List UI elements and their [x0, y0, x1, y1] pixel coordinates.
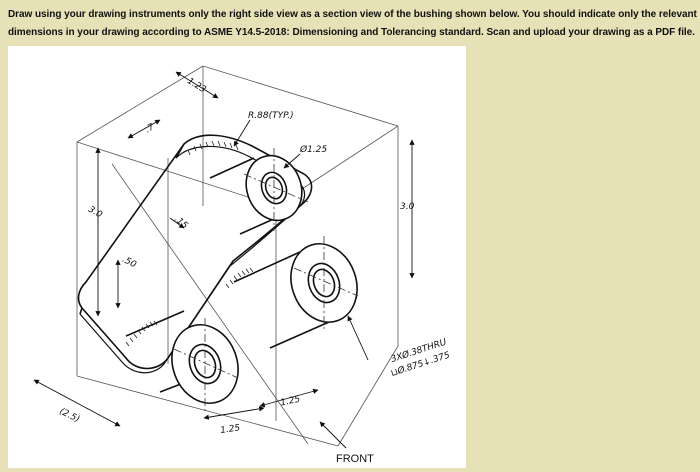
- dim-50: .50: [120, 255, 138, 271]
- question-line-1: Draw using your drawing instruments only…: [8, 9, 697, 20]
- upper-boss: [209, 154, 303, 235]
- middle-boss: [233, 243, 358, 349]
- drawing-panel: 1.23 R.88(TYP.) .7 Ø1.25 3.0 3.0 .15 .50…: [8, 46, 466, 468]
- dim-2-5: (2.5): [58, 407, 82, 425]
- dim-15: .15: [172, 214, 190, 231]
- dim-1-23: 1.23: [185, 76, 208, 95]
- dim-dia-1-25: Ø1.25: [299, 144, 327, 155]
- question-line-2: dimensions in your drawing according to …: [8, 27, 695, 38]
- dim-3-0-left: 3.0: [86, 205, 104, 221]
- center-lines: [173, 148, 359, 412]
- dim-1-25-a: 1.25: [220, 423, 242, 436]
- dimension-lines: [33, 71, 415, 449]
- front-label: FRONT: [336, 453, 374, 465]
- dim-7: .7: [144, 122, 157, 135]
- bushing-isometric-drawing: 1.23 R.88(TYP.) .7 Ø1.25 3.0 3.0 .15 .50…: [33, 65, 451, 465]
- lower-boss: [125, 310, 239, 404]
- dim-r-88: R.88(TYP.): [248, 111, 294, 121]
- question-text: Draw using your drawing instruments only…: [8, 6, 697, 42]
- dim-1-25-b: 1.25: [280, 395, 302, 409]
- dim-3-0-right: 3.0: [400, 202, 415, 212]
